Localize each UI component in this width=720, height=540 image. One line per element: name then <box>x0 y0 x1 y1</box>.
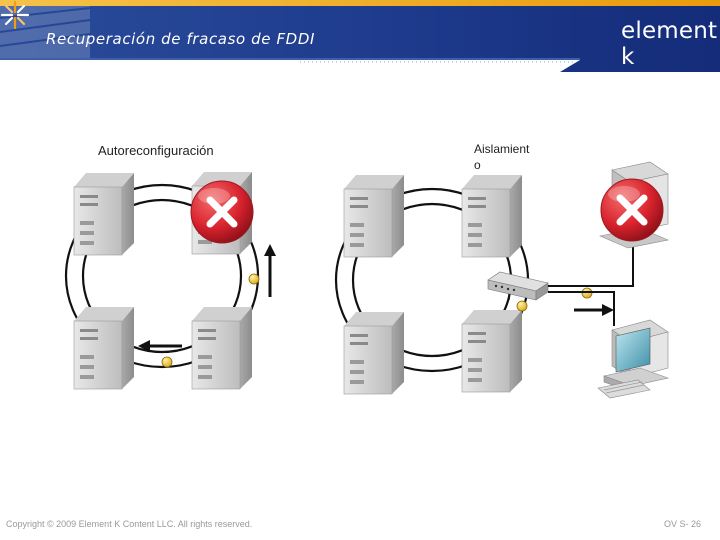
red-x-failure-icon <box>191 181 253 243</box>
header-background <box>0 0 720 72</box>
starburst-logo-icon <box>0 0 30 30</box>
server-tower-icon <box>461 174 523 258</box>
red-x-failure-icon <box>601 179 663 241</box>
inner-ring <box>81 198 243 354</box>
direction-arrow-icon <box>574 304 614 316</box>
copyright-text: Copyright © 2009 Element K Content LLC. … <box>6 519 253 529</box>
server-tower-icon <box>191 306 253 390</box>
isolation-label: Aislamiento <box>474 142 530 172</box>
link-to-workstation <box>548 291 615 326</box>
ring-node-icon <box>248 273 260 285</box>
link-to-failed-workstation <box>548 245 634 287</box>
header-banner: Recuperación de fracaso de FDDI element … <box>0 0 720 72</box>
direction-arrow-icon <box>138 340 182 352</box>
server-tower-icon <box>461 309 523 393</box>
workstation-icon <box>597 319 670 399</box>
ring-node-icon <box>161 356 173 368</box>
logo-wordmark: element k <box>621 18 718 70</box>
autoreconfiguration-label: Autoreconfiguración <box>98 143 214 158</box>
slide-title: Recuperación de fracaso de FDDI <box>46 30 316 48</box>
server-tower-icon <box>73 172 135 256</box>
server-tower-icon <box>343 311 405 395</box>
slide-number: OV S- 26 <box>663 519 701 529</box>
keyboard-graphic <box>0 6 91 58</box>
ring-node-icon <box>516 300 528 312</box>
direction-arrow-icon <box>264 244 276 297</box>
concentrator-icon <box>487 271 549 301</box>
server-tower-icon <box>343 174 405 258</box>
server-tower-icon <box>73 306 135 390</box>
